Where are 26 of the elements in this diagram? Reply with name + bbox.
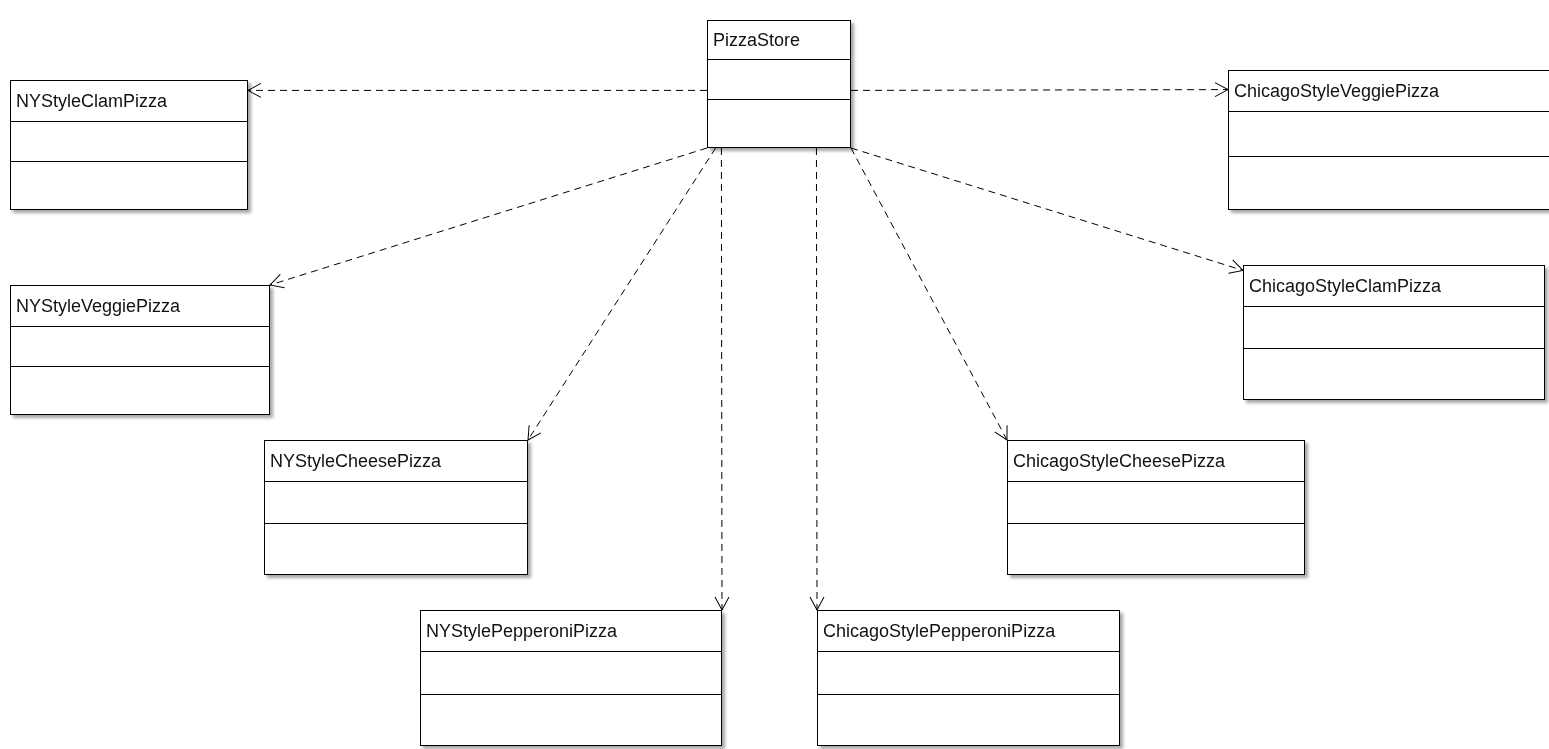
class-name: ChicagoStyleVeggiePizza [1233,79,1441,103]
class-name: NYStyleCheesePizza [269,449,443,473]
class-name: ChicagoStylePepperoniPizza [822,619,1057,643]
class-box [1243,265,1545,400]
class-name: ChicagoStyleCheesePizza [1012,449,1227,473]
dependency-arrow [850,147,1244,274]
class-name: NYStyleVeggiePizza [15,294,182,318]
class-box [10,80,248,210]
class-name: NYStyleClamPizza [15,89,169,113]
dependency-arrow [269,147,708,289]
dependency-arrow [527,147,717,441]
class-box [817,610,1120,746]
class-box [420,610,722,746]
class-box [1228,70,1549,210]
class-box [707,20,851,148]
class-name: NYStylePepperoniPizza [425,619,619,643]
class-box [10,285,270,415]
dependency-arrow [850,82,1229,98]
class-name: PizzaStore [712,28,802,52]
class-name: ChicagoStyleClamPizza [1248,274,1443,298]
dependency-arrow [850,147,1008,441]
dependency-arrow [714,147,730,611]
dependency-arrow [809,147,825,611]
class-box [1007,440,1305,575]
dependency-arrow [247,82,708,98]
class-box [264,440,528,575]
